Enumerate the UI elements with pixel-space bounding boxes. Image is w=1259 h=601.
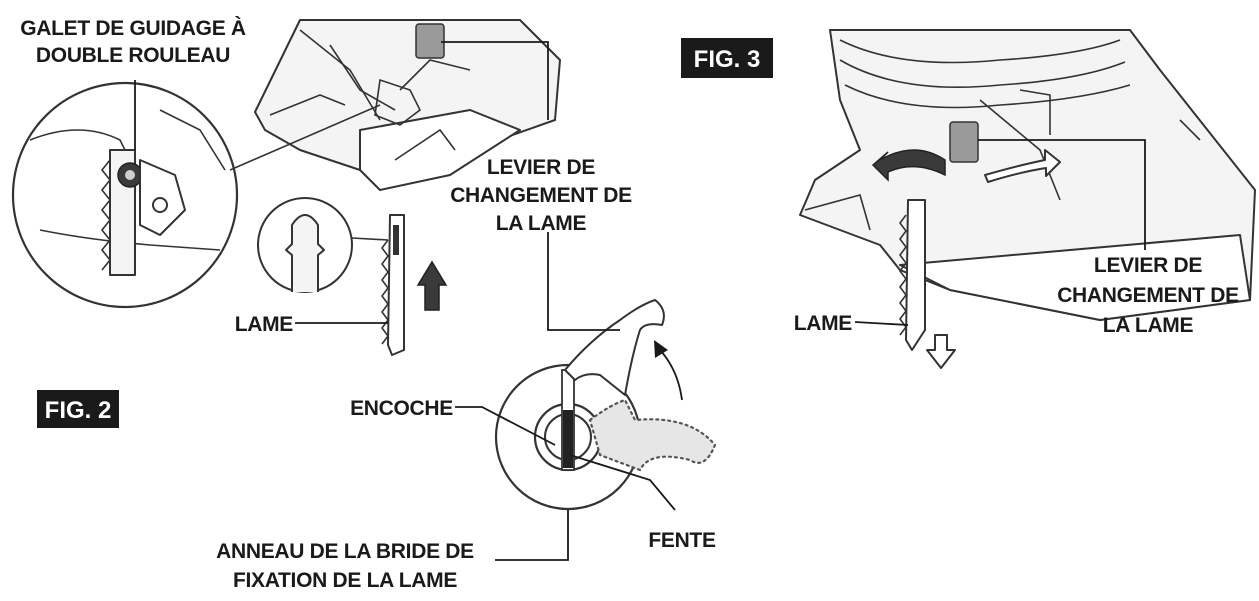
label-levier-fig2-3: LA LAME [496, 212, 587, 235]
fig2-badge-text: FIG. 2 [45, 397, 112, 424]
fig3-badge: FIG. 3 [681, 38, 773, 78]
arrow-down-icon [926, 334, 956, 369]
rotate-arrow-icon [654, 340, 668, 358]
label-levier-fig3-2: CHANGEMENT DE [1057, 284, 1239, 307]
jigsaw-fig3 [799, 29, 1256, 369]
lever-hook-icon [564, 299, 665, 396]
blade-clamp-ring [494, 299, 717, 511]
label-fente: FENTE [648, 529, 716, 552]
label-galet-2: DOUBLE ROULEAU [36, 44, 230, 67]
leader-levier-fig2 [441, 41, 549, 120]
roller-magnifier [11, 80, 239, 309]
label-levier-fig2-1: LEVIER DE [487, 156, 595, 179]
leader-anneau [495, 510, 569, 561]
leader-levier-ring [547, 232, 620, 331]
label-lame-fig2: LAME [235, 313, 294, 336]
jigsaw-base-top [254, 19, 561, 191]
blade-fig2 [381, 214, 448, 356]
blade-tang-magnifier [257, 197, 389, 293]
arrow-up-icon [416, 260, 448, 311]
label-levier-fig2-2: CHANGEMENT DE [450, 184, 632, 207]
label-anneau-2: FIXATION DE LA LAME [233, 569, 457, 592]
magnifier-leader [229, 104, 381, 171]
label-levier-fig3-3: LA LAME [1103, 314, 1194, 337]
label-encoche: ENCOCHE [350, 397, 453, 420]
lever-knob-icon [415, 23, 445, 59]
arrow-right-curve-icon [984, 149, 1061, 183]
arrow-left-curve-icon [871, 149, 946, 182]
leader-encoche [455, 406, 556, 446]
leader-lame-fig3 [854, 321, 909, 326]
label-galet-1: GALET DE GUIDAGE À [20, 17, 246, 40]
lever-knob-icon-fig3 [949, 121, 979, 163]
label-lame-fig3: LAME [794, 312, 853, 335]
label-levier-fig3-1: LEVIER DE [1094, 254, 1202, 277]
fig3-badge-text: FIG. 3 [694, 46, 761, 73]
label-anneau-1: ANNEAU DE LA BRIDE DE [216, 540, 474, 563]
leader-fente [569, 454, 676, 511]
leader-levier-fig3 [978, 139, 1146, 250]
fig2-badge: FIG. 2 [37, 390, 119, 428]
